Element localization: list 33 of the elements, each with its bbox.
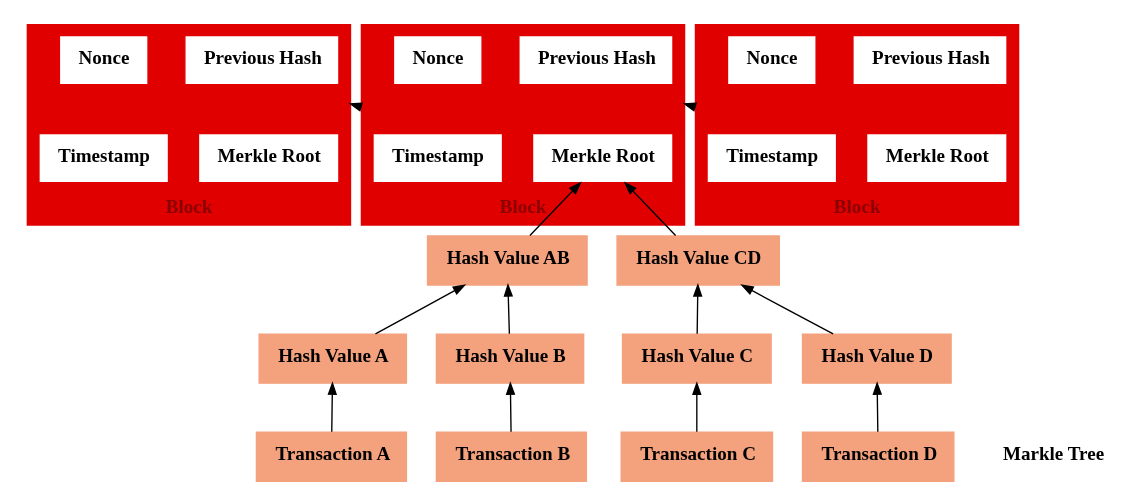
node-box: Nonce [726, 34, 817, 86]
node-box: Nonce [392, 34, 483, 86]
arrow [529, 181, 582, 237]
node-box: Merkle Root [197, 132, 340, 184]
node-box: Previous Hash [184, 34, 340, 86]
arrow [623, 181, 677, 237]
node-box: Transaction C [620, 431, 774, 482]
node-box: Merkle Root [531, 132, 674, 184]
node-box: Merkle Root [865, 132, 1008, 184]
arrow [374, 284, 467, 335]
arrow [740, 284, 834, 335]
arrow [327, 381, 338, 433]
node-box: Hash Value A [258, 333, 408, 384]
node-box: Previous Hash [852, 34, 1008, 86]
node-box: Hash Value C [621, 333, 772, 384]
node-box: Transaction B [435, 431, 588, 482]
node-box: Timestamp [706, 132, 838, 184]
node-box: Hash Value CD [616, 235, 780, 286]
node-box: Hash Value D [801, 333, 952, 384]
arrow [872, 381, 883, 433]
node-box: Transaction D [801, 431, 955, 482]
node-box: Nonce [58, 34, 149, 86]
arrow [503, 283, 514, 335]
arrow [692, 283, 703, 335]
node-box: Timestamp [38, 132, 170, 184]
node-box: Hash Value AB [426, 235, 588, 286]
label: Markle Tree [1002, 443, 1105, 465]
node-box: Hash Value B [435, 333, 585, 384]
node-box: Transaction A [255, 431, 408, 482]
arrow [692, 381, 702, 433]
arrow [505, 381, 516, 433]
node-box: Previous Hash [518, 34, 674, 86]
node-box: Timestamp [372, 132, 504, 184]
